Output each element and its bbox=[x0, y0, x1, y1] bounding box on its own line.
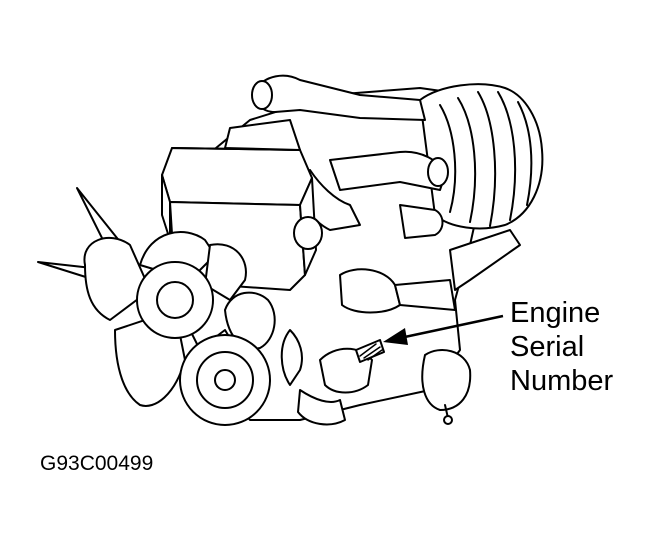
figure-code: G93C00499 bbox=[40, 452, 154, 475]
callout-arrow bbox=[383, 314, 504, 345]
intake-manifold bbox=[419, 83, 544, 230]
upper-hoses bbox=[251, 74, 449, 239]
fan bbox=[37, 187, 276, 422]
callout-line-2: Serial bbox=[510, 331, 585, 363]
serial-number-plate bbox=[355, 339, 385, 363]
side-components bbox=[280, 216, 521, 426]
serial-number-callout: Engine Serial Number bbox=[510, 296, 613, 398]
callout-line-3: Number bbox=[510, 365, 614, 397]
valve-cover bbox=[161, 119, 317, 291]
callout-line-1: Engine bbox=[510, 297, 601, 329]
crank-pulley bbox=[179, 334, 271, 426]
